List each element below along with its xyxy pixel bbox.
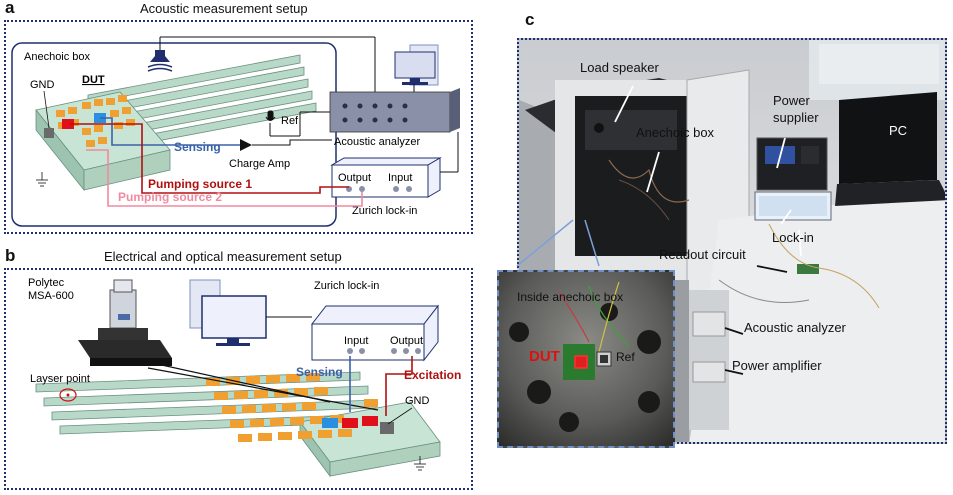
- zurich-lock-in-box-b: [310, 304, 440, 362]
- charge-amp-icon: [240, 139, 252, 151]
- ground-symbol-b: [414, 456, 426, 471]
- panel-b-frame: [4, 268, 473, 490]
- zurich-label-b: Zurich lock-in: [314, 280, 379, 292]
- panel-a-frame: [4, 20, 473, 234]
- power-supplier-label-1: Power: [773, 93, 810, 108]
- pumping-source-1-line: [70, 123, 349, 194]
- laser-point-label: Layser point: [30, 373, 90, 385]
- sensing-label-b: Sensing: [296, 365, 343, 379]
- dut-label: DUT: [82, 74, 105, 86]
- pumping-source-2-line: [86, 149, 363, 207]
- pc-label: PC: [889, 123, 908, 138]
- charge-amp-label: Charge Amp: [229, 158, 290, 170]
- electrode-pads-b: [206, 373, 378, 442]
- ground-symbol: [36, 172, 48, 187]
- power-amplifier-label: Power amplifier: [732, 358, 822, 373]
- inside-anechoic-box-label: Inside anechoic box: [517, 290, 624, 304]
- lock-in-input-label-b: Input: [344, 335, 368, 347]
- ref-label-c: Ref: [616, 350, 635, 364]
- zurich-label: Zurich lock-in: [352, 205, 417, 217]
- panel-b-letter: b: [5, 246, 16, 265]
- anechoic-box-label: Anechoic box: [24, 51, 91, 63]
- sensing-pad-b: [322, 418, 338, 428]
- gnd-label-b: GND: [405, 395, 430, 407]
- base-block-b: [299, 401, 441, 478]
- acoustic-analyzer-label: Acoustic analyzer: [334, 136, 421, 148]
- excitation-pad-b2: [362, 416, 378, 426]
- vibrometer-icon: [78, 279, 172, 366]
- readout-circuit-label: Readout circuit: [659, 247, 746, 262]
- pumping-source-1-label: Pumping source 1: [148, 177, 252, 191]
- pc-icon: [189, 279, 267, 346]
- panel-b-diagram: Polytec MSA-600 Zurich lock-in Input Out…: [28, 277, 461, 478]
- dut-chip: [574, 355, 588, 369]
- lock-in-label-c: Lock-in: [772, 230, 814, 245]
- pumping-source-2-label: Pumping source 2: [118, 190, 222, 204]
- lock-in-input-label: Input: [388, 172, 412, 184]
- anechoic-box-label-c: Anechoic box: [636, 125, 715, 140]
- panel-a-letter: a: [5, 0, 15, 17]
- polytec-label-1: Polytec: [28, 277, 65, 289]
- panel-c-letter: c: [525, 10, 535, 29]
- sensing-label: Sensing: [174, 140, 221, 154]
- acoustic-analyzer-box: [329, 88, 460, 133]
- power-supplier-label-2: supplier: [773, 110, 819, 125]
- inset-photo: [497, 270, 675, 448]
- monitor-icon: [394, 44, 439, 86]
- zurich-lock-in-box: [330, 157, 442, 198]
- sensing-line: [100, 117, 240, 146]
- speaker-icon: [147, 50, 173, 72]
- lock-in-output-label: Output: [338, 172, 371, 184]
- excitation-label-b: Excitation: [404, 368, 461, 382]
- acoustic-analyzer-label-c: Acoustic analyzer: [744, 320, 846, 335]
- ref-label: Ref: [281, 115, 299, 127]
- laser-point-marker: [59, 388, 77, 402]
- dut-red-pad: [62, 119, 74, 129]
- excitation-line-b: [385, 356, 413, 416]
- electrode-pads: [56, 95, 135, 147]
- panel-a-diagram: GND DUT Anechoic box Acoustic analyzer: [11, 36, 460, 227]
- dut-label-c: DUT: [529, 348, 560, 365]
- gnd-pad: [44, 128, 54, 138]
- gnd-label: GND: [30, 79, 55, 91]
- panel-b-title: Electrical and optical measurement setup: [104, 249, 342, 264]
- excitation-pad-b1: [342, 418, 358, 428]
- load-speaker-label: Load speaker: [580, 60, 659, 75]
- lock-in-output-label-b: Output: [390, 335, 423, 347]
- microphone-icon: [265, 110, 276, 128]
- lab-photo: [517, 38, 947, 444]
- anechoic-box-outline: [11, 42, 337, 227]
- gnd-pad-b: [380, 422, 394, 434]
- polytec-label-2: MSA-600: [28, 290, 74, 302]
- inset-connector: [516, 219, 600, 267]
- panel-a-title: Acoustic measurement setup: [140, 1, 308, 16]
